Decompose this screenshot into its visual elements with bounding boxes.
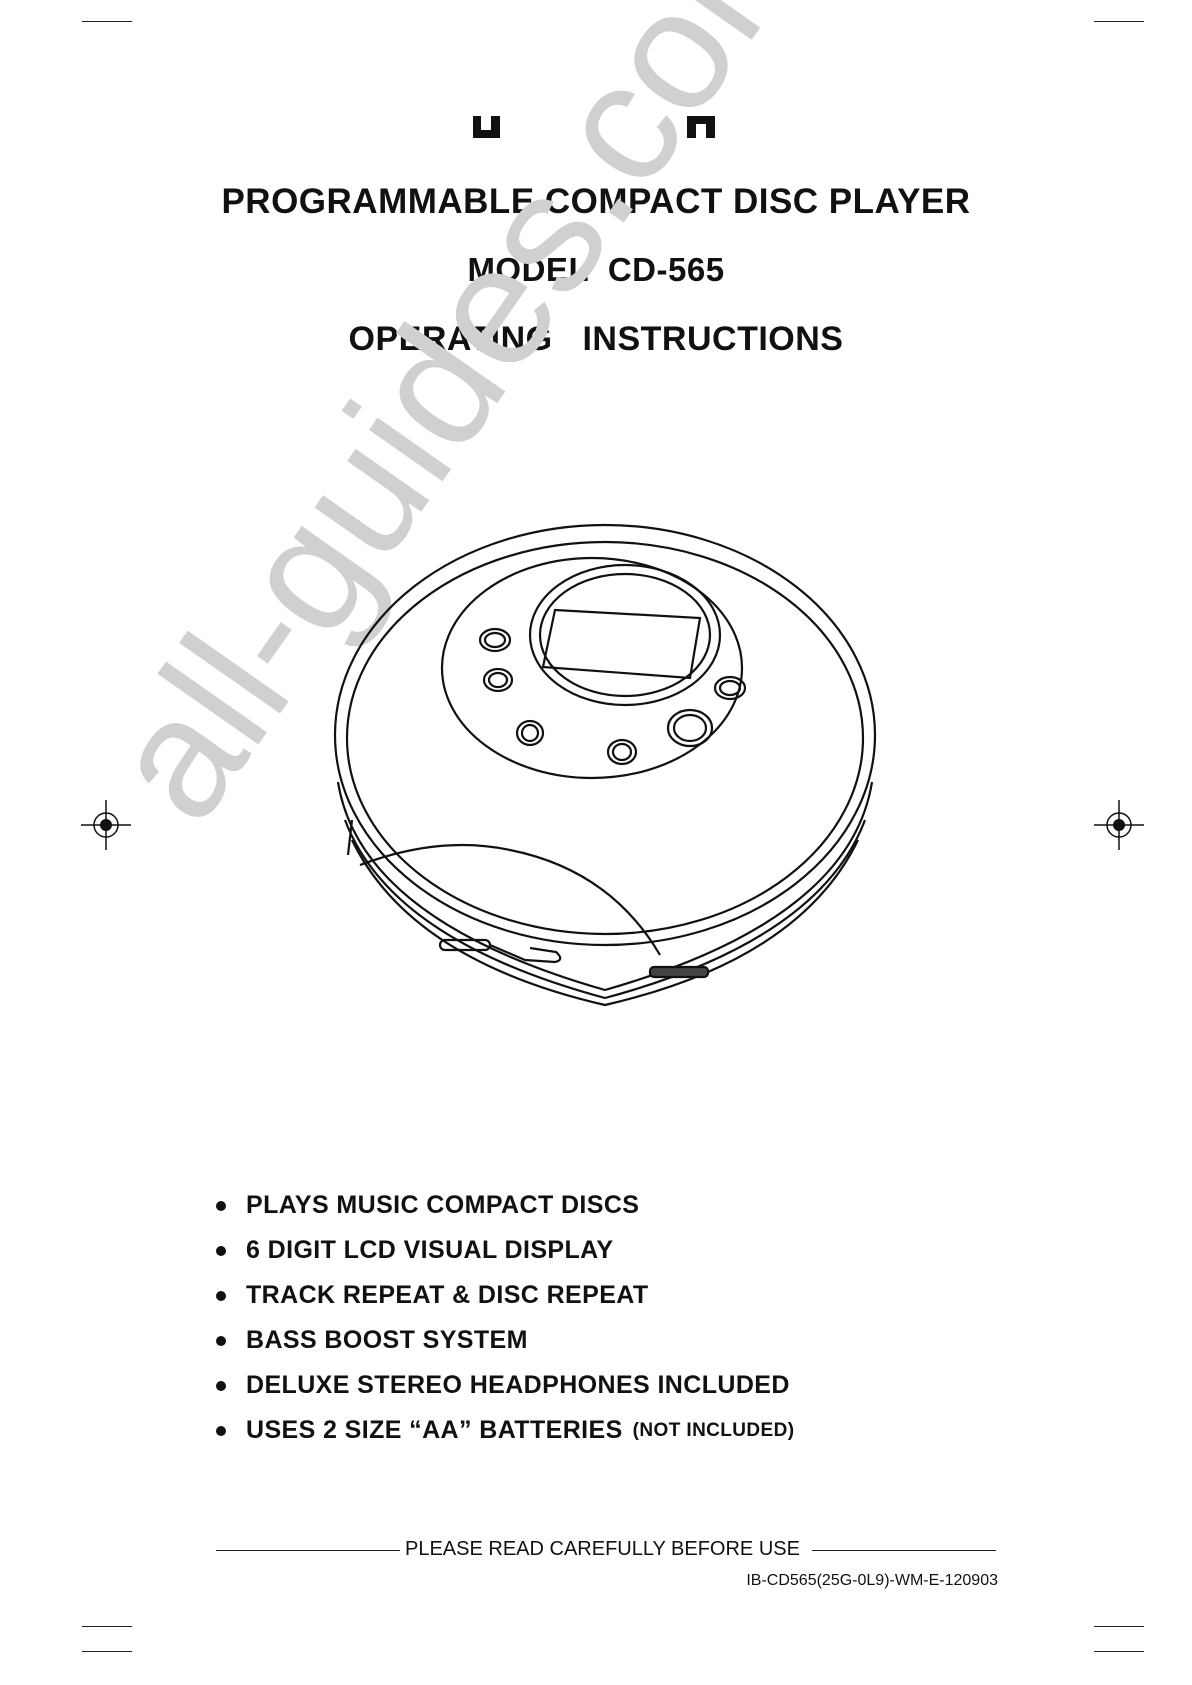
feature-list: PLAYS MUSIC COMPACT DISCS 6 DIGIT LCD VI… xyxy=(216,1183,794,1453)
crop-mark-bottom-right xyxy=(1094,1626,1144,1627)
feature-item: PLAYS MUSIC COMPACT DISCS xyxy=(216,1183,794,1228)
bullet-icon xyxy=(216,1425,226,1436)
bullet-icon xyxy=(216,1245,226,1256)
document-code: IB-CD565(25G-0L9)-WM-E-120903 xyxy=(746,1572,998,1589)
bullet-icon xyxy=(216,1335,226,1346)
document-subtitle: OPERATING INSTRUCTIONS xyxy=(348,320,844,358)
registration-mark-left xyxy=(81,800,131,850)
feature-item: DELUXE STEREO HEADPHONES INCLUDED xyxy=(216,1363,794,1408)
bullet-icon xyxy=(216,1380,226,1391)
product-title: PROGRAMMABLE COMPACT DISC PLAYER xyxy=(221,182,971,221)
feature-item: BASS BOOST SYSTEM xyxy=(216,1318,794,1363)
footer-rule-right xyxy=(812,1550,996,1551)
batteries-note: (NOT INCLUDED) xyxy=(632,1419,795,1441)
model-number: MODEL CD-565 xyxy=(467,251,725,288)
bullet-icon xyxy=(216,1200,226,1211)
bullet-icon xyxy=(216,1290,226,1301)
feature-item: USES 2 SIZE “AA” BATTERIES(NOT INCLUDED) xyxy=(216,1408,794,1453)
feature-item: 6 DIGIT LCD VISUAL DISPLAY xyxy=(216,1228,794,1273)
brand-logo xyxy=(473,116,715,138)
read-carefully-notice: PLEASE READ CAREFULLY BEFORE USE xyxy=(405,1538,800,1560)
footer-rule-left xyxy=(216,1550,400,1551)
crop-mark-top-right xyxy=(1094,21,1144,22)
crop-mark-bottom-left xyxy=(82,1626,132,1627)
crop-mark-top-left xyxy=(82,21,132,22)
registration-mark-right xyxy=(1094,800,1144,850)
crop-mark-bottom-left-2 xyxy=(82,1651,132,1652)
feature-item: TRACK REPEAT & DISC REPEAT xyxy=(216,1273,794,1318)
crop-mark-bottom-right-2 xyxy=(1094,1651,1144,1652)
cd-player-illustration xyxy=(333,523,877,1007)
